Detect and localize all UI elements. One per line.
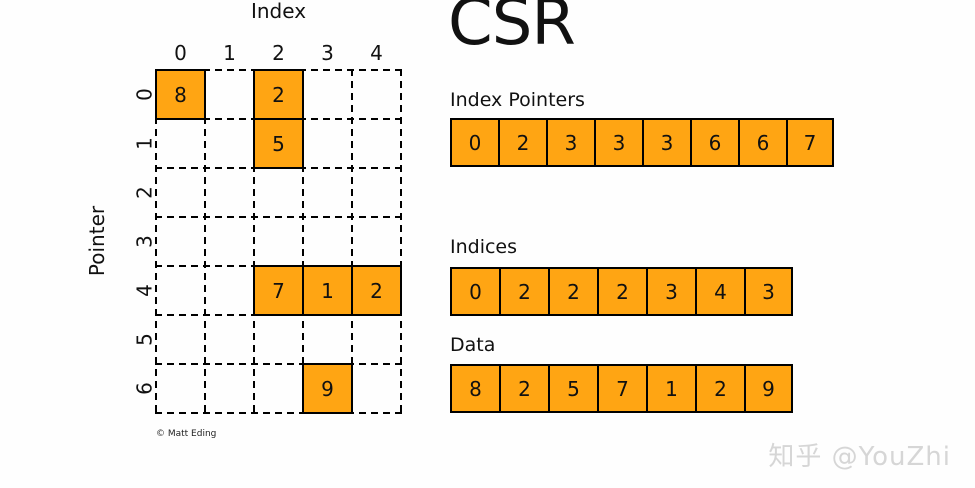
grid-hline [155,363,402,365]
array-cell: 3 [594,118,642,167]
array-cell: 6 [690,118,738,167]
index-axis-label: Index [250,0,307,23]
column-tick-label: 1 [223,41,236,65]
array-cell: 1 [646,364,695,413]
grid-vline [253,69,255,414]
grid-vline [351,69,353,414]
grid-vline [400,69,402,414]
array-cell: 2 [498,118,546,167]
array-cell: 7 [597,364,646,413]
column-tick-label: 3 [321,41,334,65]
array-cell: 2 [548,267,597,316]
page-title: CSR [448,0,576,60]
array-cell: 8 [450,364,499,413]
array-cell: 0 [450,118,498,167]
matrix-cell: 8 [155,69,206,120]
grid-hline [155,216,402,218]
grid-vline [302,69,304,414]
copyright-credit: © Matt Eding [156,429,217,439]
array-cell: 5 [548,364,597,413]
matrix-cell: 5 [253,118,304,169]
array-cell: 7 [786,118,834,167]
array-cell: 2 [695,364,744,413]
watermark: 知乎 @YouZhi [768,442,951,472]
array-cell: 3 [744,267,793,316]
grid-vline [155,69,157,414]
array-cell: 2 [499,267,548,316]
array-cell: 6 [738,118,786,167]
column-tick-label: 0 [174,41,187,65]
array-cell: 9 [744,364,793,413]
matrix-cell: 9 [302,363,353,414]
matrix-cell: 2 [253,69,304,120]
matrix-cell: 2 [351,265,402,316]
array-cell: 3 [646,267,695,316]
data-label: Data [450,334,496,356]
index-pointers-label: Index Pointers [450,89,585,111]
array-cell: 4 [695,267,744,316]
matrix-cell: 1 [302,265,353,316]
array-cell: 2 [597,267,646,316]
pointer-axis-label: Pointer [85,205,109,277]
indices-label: Indices [450,236,518,258]
matrix-cell: 7 [253,265,304,316]
array-cell: 0 [450,267,499,316]
array-cell: 2 [499,364,548,413]
column-tick-label: 4 [370,41,383,65]
array-cell: 3 [642,118,690,167]
matrix-column-labels: 0 1 2 3 4 [156,42,401,66]
array-cell: 3 [546,118,594,167]
grid-vline [204,69,206,414]
grid-hline [155,412,402,414]
column-tick-label: 2 [272,41,285,65]
